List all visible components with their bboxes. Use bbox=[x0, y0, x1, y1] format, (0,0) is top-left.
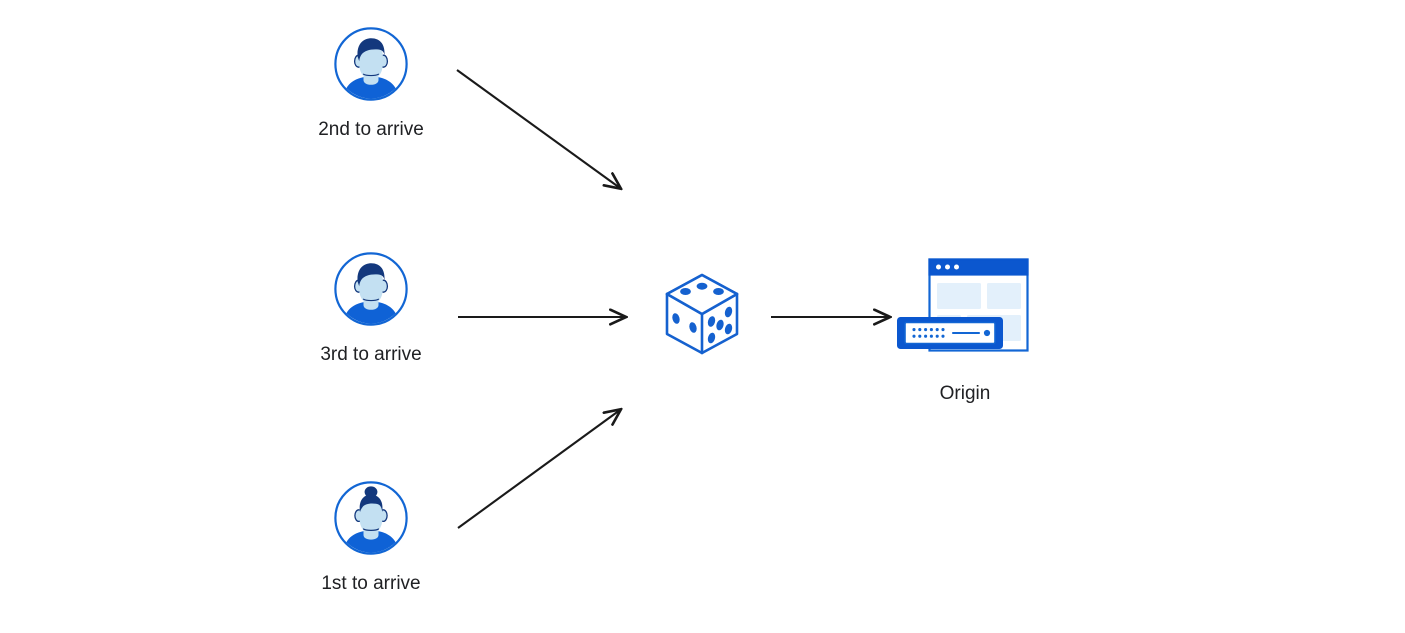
client-node-3rd[interactable]: 3rd to arrive bbox=[307, 251, 435, 364]
dice-icon bbox=[657, 269, 747, 359]
arrow-2nd-to-dice bbox=[456, 69, 620, 188]
user-male-avatar-icon bbox=[333, 251, 409, 327]
server-appliance bbox=[897, 317, 1003, 349]
random-balancer-node[interactable] bbox=[657, 269, 747, 359]
user-female-avatar-icon bbox=[333, 480, 409, 556]
client-label-2nd: 2nd to arrive bbox=[318, 119, 424, 140]
client-node-2nd[interactable]: 2nd to arrive bbox=[307, 26, 435, 139]
client-node-1st[interactable]: 1st to arrive bbox=[307, 480, 435, 593]
origin-node[interactable]: Origin bbox=[893, 256, 1037, 403]
user-male-avatar-icon bbox=[333, 26, 409, 102]
origin-label: Origin bbox=[939, 383, 991, 404]
client-label-3rd: 3rd to arrive bbox=[320, 344, 422, 365]
client-label-1st: 1st to arrive bbox=[321, 573, 421, 594]
server-and-browser-window-icon bbox=[893, 256, 1037, 364]
arrow-1st-to-dice bbox=[457, 410, 620, 529]
